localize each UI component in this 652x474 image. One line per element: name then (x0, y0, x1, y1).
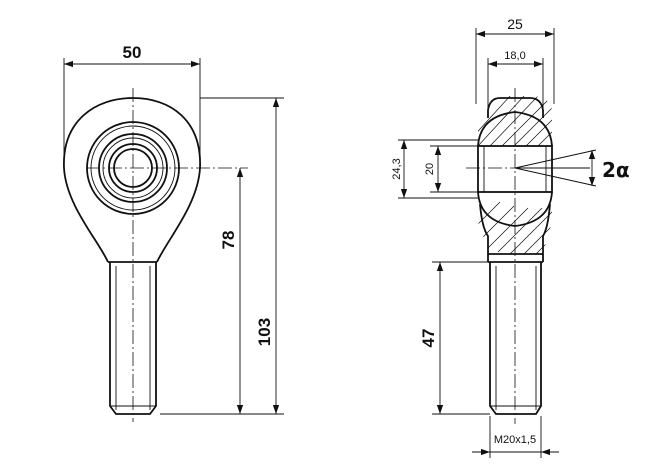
dim-thread-label: M20x1,5 (494, 434, 536, 446)
side-view: 25 18,0 24,3 20 2α 47 M20x1,5 (391, 16, 630, 458)
front-view: 50 78 103 (63, 43, 284, 422)
side-hatch-upper (478, 96, 552, 147)
dim-25-label: 25 (507, 16, 523, 32)
dim-20-label: 20 (424, 163, 436, 175)
dim-78-label: 78 (219, 231, 238, 250)
dim-2alpha-label: 2α (602, 158, 630, 182)
dim-50-label: 50 (123, 43, 142, 62)
dim-103-label: 103 (255, 318, 274, 346)
side-shank (489, 262, 542, 415)
dim-24-3-label: 24,3 (391, 158, 403, 179)
dim-47-label: 47 (419, 329, 438, 348)
dim-18-label: 18,0 (504, 50, 525, 62)
side-body (479, 203, 551, 262)
